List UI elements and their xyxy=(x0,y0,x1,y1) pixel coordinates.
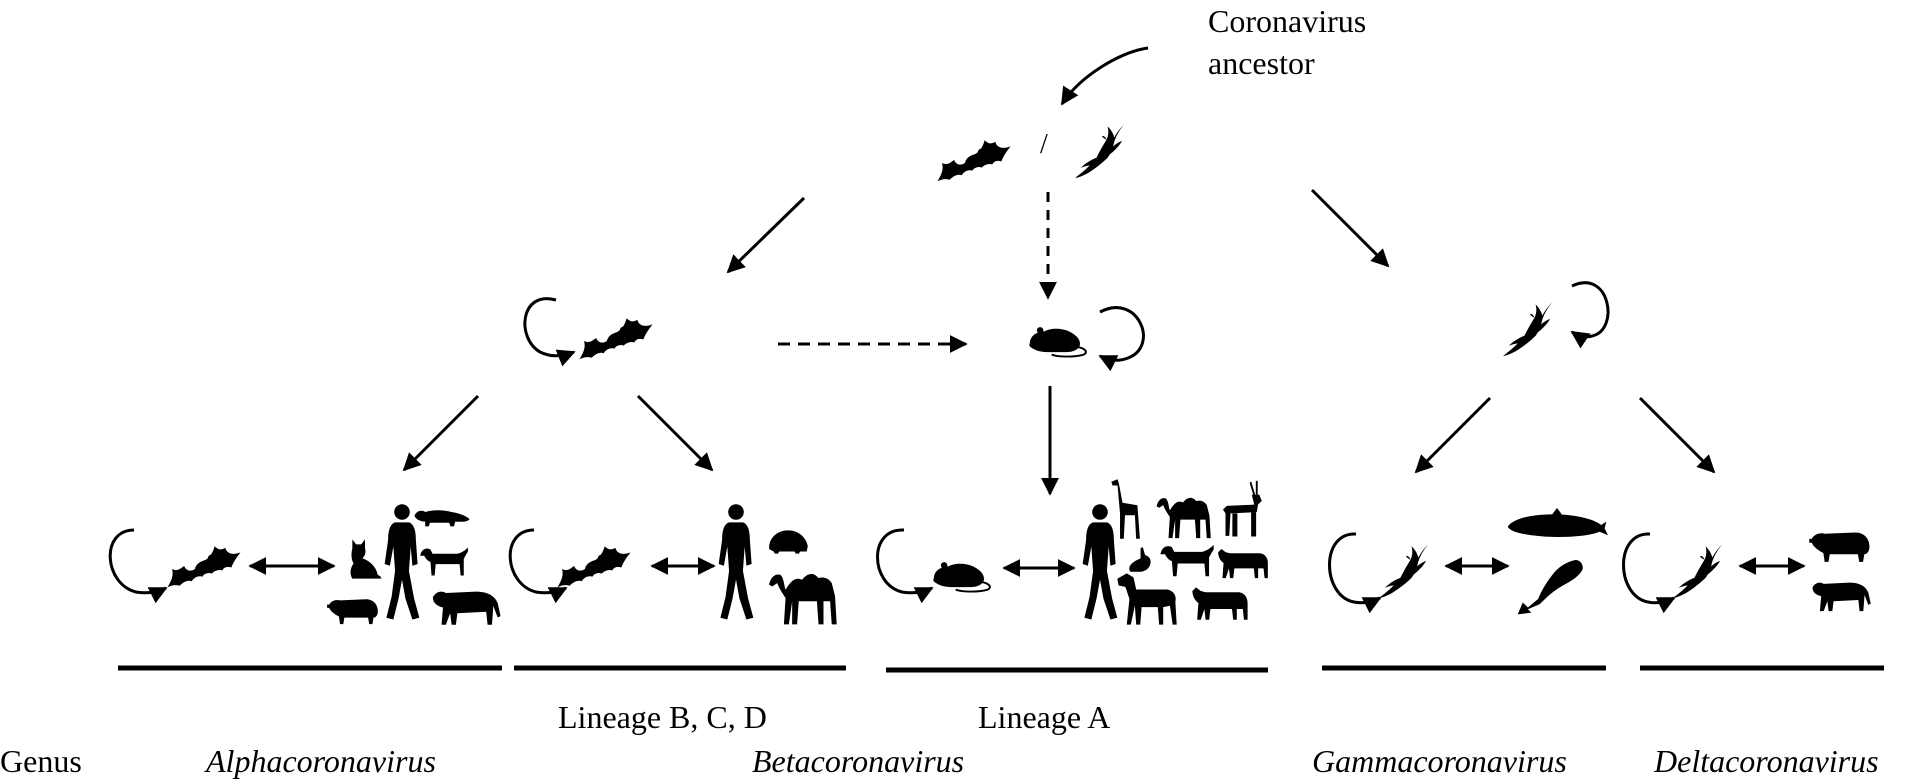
lineage-a-label: Lineage A xyxy=(978,699,1111,735)
self-loop-beta-a xyxy=(876,528,934,604)
self-loop-gamma xyxy=(1328,532,1382,614)
bird-icon xyxy=(1503,302,1553,356)
genus-beta: Betacoronavirus xyxy=(752,743,965,779)
human-icon xyxy=(384,504,420,620)
cat-icon xyxy=(350,539,382,579)
arrow-to-bird-node xyxy=(1310,188,1390,268)
camel-icon xyxy=(1156,497,1211,539)
pig-icon xyxy=(327,599,378,625)
top-host-separator: / xyxy=(1040,129,1048,160)
arrow-bat-to-alpha xyxy=(402,394,480,472)
pig-icon xyxy=(1809,532,1870,562)
self-loop-bird xyxy=(1570,281,1610,349)
self-loop-alpha xyxy=(108,528,168,604)
self-loop-beta-bcd xyxy=(508,528,568,604)
rabbit-icon xyxy=(1129,547,1151,572)
ancestor-label-line2: ancestor xyxy=(1208,45,1315,81)
antelope-icon xyxy=(1222,480,1263,537)
bat-icon xyxy=(579,318,653,360)
self-loop-rodent xyxy=(1098,306,1145,372)
lineage-bcd-label: Lineage B, C, D xyxy=(558,699,767,735)
dolphin-icon xyxy=(1517,559,1583,615)
cow-icon xyxy=(1192,587,1248,620)
arrow-to-bat-node xyxy=(726,196,806,274)
human-icon xyxy=(1082,504,1118,620)
bird-icon xyxy=(1673,544,1723,598)
whale-icon xyxy=(1507,508,1608,537)
leopard-icon xyxy=(432,591,501,625)
camel-icon xyxy=(769,573,837,625)
ferret-icon xyxy=(414,510,470,527)
self-loop-bat xyxy=(523,297,576,367)
rodent-icon xyxy=(932,560,992,593)
genus-alpha: Alphacoronavirus xyxy=(206,743,436,779)
genus-gamma: Gammacoronavirus xyxy=(1312,743,1567,779)
bird-icon xyxy=(1379,544,1429,598)
self-loop-delta xyxy=(1622,532,1676,614)
hedgehog-icon xyxy=(769,530,808,554)
bat-icon xyxy=(557,546,631,588)
bird-icon xyxy=(1075,124,1125,178)
dog-icon xyxy=(420,547,468,576)
human-icon xyxy=(718,504,754,620)
arrow-bird-to-gamma xyxy=(1414,396,1492,474)
ancestor-arrow xyxy=(1060,46,1149,106)
cow-icon xyxy=(1218,548,1268,579)
genus-label: Genus xyxy=(0,743,82,779)
dog-icon xyxy=(1160,544,1214,577)
arrow-bat-to-beta-bcd xyxy=(636,394,714,472)
leopard-icon xyxy=(1812,582,1871,612)
genus-delta: Deltacoronavirus xyxy=(1654,743,1879,779)
arrow-bird-to-delta xyxy=(1638,396,1716,474)
bat-icon xyxy=(167,546,241,588)
rodent-icon xyxy=(1028,326,1088,358)
giraffe-icon xyxy=(1111,479,1140,539)
bat-icon xyxy=(937,140,1011,182)
horse-icon xyxy=(1117,573,1177,625)
ancestor-label-line1: Coronavirus xyxy=(1208,3,1367,39)
